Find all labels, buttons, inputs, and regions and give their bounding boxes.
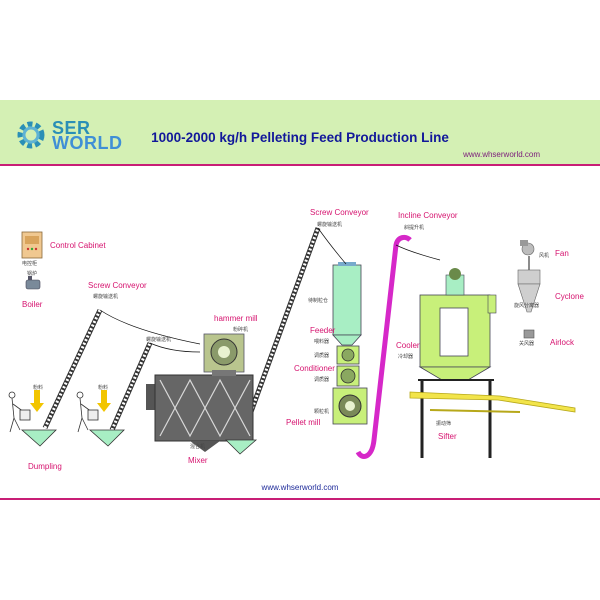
- sifter-machine: [409, 391, 576, 413]
- worker-figure-2: [76, 391, 99, 433]
- conditioner-cn-label: 调质器: [314, 377, 330, 383]
- airlock-cn-label: 关风器: [519, 341, 535, 347]
- gear-logo-icon: [17, 121, 45, 149]
- sifter-cn-label: 振动筛: [436, 421, 452, 427]
- dumping-hopper-1: [20, 390, 57, 447]
- pellet-mill-cn-label: 颗粒机: [314, 409, 330, 415]
- website-link-top[interactable]: www.whserworld.com: [463, 150, 540, 159]
- cyclone-unit: [517, 269, 541, 313]
- fan-cn-label: 风机: [539, 253, 550, 259]
- control-cabinet-cn-label: 电控柜: [22, 261, 38, 267]
- screw-conveyor-2: [109, 341, 153, 432]
- pellet-mill-label: Pellet mill: [286, 418, 321, 427]
- dumpling-label: Dumpling: [28, 462, 62, 471]
- cyclone-cn-label: 旋风分离器: [514, 303, 540, 309]
- website-link-bottom[interactable]: www.whserworld.com: [261, 483, 339, 492]
- hammer-mill-machine: [203, 333, 245, 376]
- screw-conveyor-1-label: Screw Conveyor: [88, 281, 147, 290]
- leader-lines: [99, 227, 441, 353]
- cooler-cn-label: 冷却器: [398, 354, 414, 360]
- powder-cn-label-2: 粉料: [98, 385, 109, 391]
- conditioner-label: Conditioner: [294, 364, 335, 373]
- feeder-cn-label: 喂料器: [314, 339, 330, 345]
- mixer-discharge-hopper: [225, 439, 258, 455]
- screw-conveyor-3-label: Screw Conveyor: [310, 208, 369, 217]
- pelleting-bin-cn-label: 待制粒仓: [308, 298, 329, 304]
- brand-logo: SER WORLD: [52, 118, 123, 153]
- worker-figure-1: [8, 391, 31, 433]
- screw-conveyor-1: [42, 308, 103, 430]
- cooler-frame: [418, 379, 494, 458]
- control-cabinet-label: Control Cabinet: [50, 241, 106, 250]
- pelleting-bin: [332, 262, 362, 346]
- hammer-mill-cn-label: 粉碎机: [233, 327, 249, 333]
- screw-conveyor-2-cn-label: 螺旋输送机: [146, 337, 172, 343]
- boiler-icon: [25, 276, 41, 290]
- mixer-machine: [146, 374, 254, 452]
- fan-unit: [520, 240, 535, 256]
- dumping-hopper-2: [88, 390, 125, 447]
- sifter-label: Sifter: [438, 432, 457, 441]
- powder-cn-label-1: 粉料: [33, 385, 44, 391]
- mixer-cn-label: 混合机: [190, 444, 206, 450]
- incline-conveyor: [355, 234, 412, 459]
- footer-divider: [0, 498, 600, 500]
- cooler-label: Cooler: [396, 341, 420, 350]
- screw-conveyor-1-cn-label: 螺旋输送机: [93, 294, 119, 300]
- feeder-conditioner: [336, 345, 360, 387]
- incline-conveyor-cn-label: 斜提升机: [404, 225, 425, 231]
- screw-conveyor-3-cn-label: 螺旋输送机: [317, 222, 343, 228]
- boiler-label: Boiler: [22, 300, 43, 309]
- feeder-label: Feeder: [310, 326, 336, 335]
- cooler-machine: [418, 268, 497, 381]
- page-title: 1000-2000 kg/h Pelleting Feed Production…: [151, 130, 449, 145]
- header-banner: [0, 100, 600, 164]
- airlock-unit: [523, 329, 535, 339]
- conditioner-cn-label-top: 调质器: [314, 353, 330, 359]
- airlock-label: Airlock: [550, 338, 575, 347]
- mixer-label: Mixer: [188, 456, 208, 465]
- header-divider: [0, 164, 600, 166]
- boiler-cn-label: 锅炉: [27, 271, 38, 277]
- pellet-mill-machine: [332, 387, 368, 425]
- cyclone-label: Cyclone: [555, 292, 584, 301]
- incline-conveyor-label: Incline Conveyor: [398, 211, 458, 220]
- hammer-mill-label: hammer mill: [214, 314, 258, 323]
- fan-label: Fan: [555, 249, 569, 258]
- control-cabinet-icon: [21, 231, 43, 259]
